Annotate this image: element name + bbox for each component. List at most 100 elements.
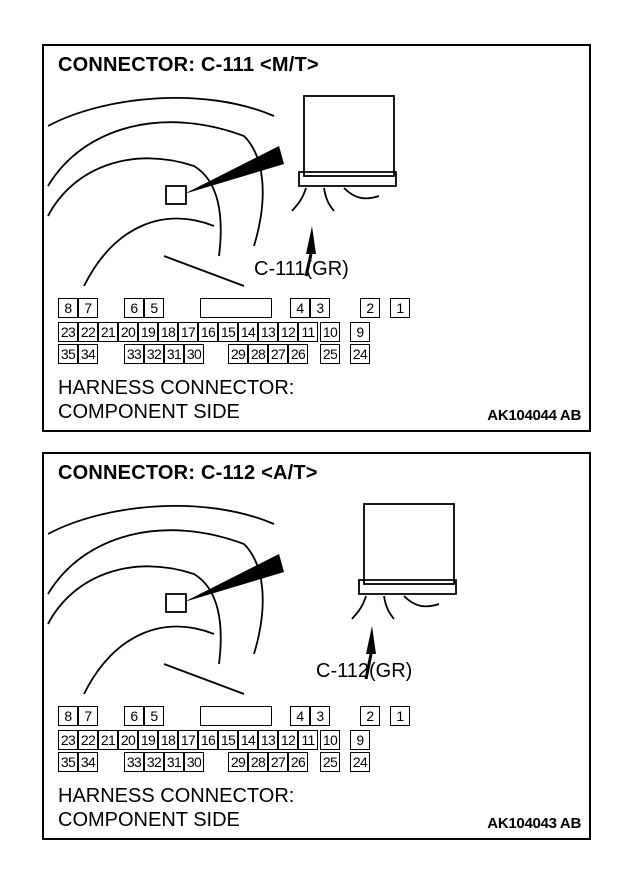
dashboard-illustration — [47, 503, 457, 695]
pin-1: 1 — [390, 706, 410, 726]
pin-18: 18 — [158, 730, 178, 750]
pin-26: 26 — [288, 344, 308, 364]
connector-callout-label: C-112(GR) — [316, 660, 413, 682]
connector-key-slot — [200, 706, 272, 726]
pin-15: 15 — [218, 730, 238, 750]
pin-18: 18 — [158, 322, 178, 342]
harness-caption-line2: COMPONENT SIDE — [58, 809, 240, 831]
pin-15: 15 — [218, 322, 238, 342]
pin-14: 14 — [238, 322, 258, 342]
pin-31: 31 — [164, 752, 184, 772]
pin-22: 22 — [78, 730, 98, 750]
pin-14: 14 — [238, 730, 258, 750]
pin-8: 8 — [58, 298, 78, 318]
pin-5: 5 — [144, 706, 164, 726]
panel-title: CONNECTOR: C-112 <A/T> — [58, 462, 318, 484]
pin-31: 31 — [164, 344, 184, 364]
pin-4: 4 — [290, 706, 310, 726]
pin-13: 13 — [258, 322, 278, 342]
figure-code: AK104044 AB — [487, 407, 581, 424]
pin-25: 25 — [320, 752, 340, 772]
pin-20: 20 — [118, 322, 138, 342]
pin-10: 10 — [320, 730, 340, 750]
pin-29: 29 — [228, 344, 248, 364]
pin-4: 4 — [290, 298, 310, 318]
pin-19: 19 — [138, 730, 158, 750]
pin-11: 11 — [298, 322, 318, 342]
harness-caption: HARNESS CONNECTOR: COMPONENT SIDE — [58, 376, 294, 424]
pin-17: 17 — [178, 730, 198, 750]
pin-8: 8 — [58, 706, 78, 726]
pin-2: 2 — [360, 298, 380, 318]
pin-30: 30 — [184, 344, 204, 364]
pin-13: 13 — [258, 730, 278, 750]
pin-3: 3 — [310, 706, 330, 726]
pin-17: 17 — [178, 322, 198, 342]
pin-33: 33 — [124, 752, 144, 772]
pin-12: 12 — [278, 322, 298, 342]
pin-12: 12 — [278, 730, 298, 750]
pin-34: 34 — [78, 752, 98, 772]
pin-33: 33 — [124, 344, 144, 364]
pin-29: 29 — [228, 752, 248, 772]
pin-28: 28 — [248, 344, 268, 364]
harness-caption-line2: COMPONENT SIDE — [58, 401, 240, 423]
panel-title: CONNECTOR: C-111 <M/T> — [58, 54, 319, 76]
pin-35: 35 — [58, 752, 78, 772]
figure-code: AK104043 AB — [487, 815, 581, 832]
pin-23: 23 — [58, 730, 78, 750]
pin-empty — [204, 344, 224, 364]
pin-6: 6 — [124, 706, 144, 726]
pin-25: 25 — [320, 344, 340, 364]
pin-empty — [98, 344, 118, 364]
dashboard-illustration — [47, 95, 397, 287]
pin-empty — [164, 298, 184, 318]
pin-26: 26 — [288, 752, 308, 772]
pin-empty — [330, 298, 350, 318]
pin-16: 16 — [198, 730, 218, 750]
pin-empty — [184, 298, 204, 318]
pin-10: 10 — [320, 322, 340, 342]
pin-11: 11 — [298, 730, 318, 750]
pin-1: 1 — [390, 298, 410, 318]
pin-empty — [164, 706, 184, 726]
pin-22: 22 — [78, 322, 98, 342]
pin-empty — [184, 706, 204, 726]
pin-21: 21 — [98, 730, 118, 750]
pin-3: 3 — [310, 298, 330, 318]
pin-30: 30 — [184, 752, 204, 772]
pin-2: 2 — [360, 706, 380, 726]
pin-empty — [330, 706, 350, 726]
pin-24: 24 — [350, 752, 370, 772]
pin-empty — [204, 752, 224, 772]
pin-32: 32 — [144, 344, 164, 364]
pin-7: 7 — [78, 298, 98, 318]
pin-27: 27 — [268, 344, 288, 364]
pin-23: 23 — [58, 322, 78, 342]
pin-32: 32 — [144, 752, 164, 772]
pin-empty — [98, 752, 118, 772]
pin-empty — [98, 298, 118, 318]
pin-20: 20 — [118, 730, 138, 750]
pin-7: 7 — [78, 706, 98, 726]
pin-27: 27 — [268, 752, 288, 772]
connector-callout-label: C-111(GR) — [254, 258, 349, 280]
pin-9: 9 — [350, 730, 370, 750]
harness-caption-line1: HARNESS CONNECTOR: — [58, 785, 295, 807]
pin-35: 35 — [58, 344, 78, 364]
pin-empty — [98, 706, 118, 726]
connector-key-slot — [200, 298, 272, 318]
pin-24: 24 — [350, 344, 370, 364]
harness-caption: HARNESS CONNECTOR: COMPONENT SIDE — [58, 784, 294, 832]
pin-9: 9 — [350, 322, 370, 342]
pin-16: 16 — [198, 322, 218, 342]
pin-6: 6 — [124, 298, 144, 318]
pin-34: 34 — [78, 344, 98, 364]
pin-28: 28 — [248, 752, 268, 772]
pin-5: 5 — [144, 298, 164, 318]
pin-19: 19 — [138, 322, 158, 342]
